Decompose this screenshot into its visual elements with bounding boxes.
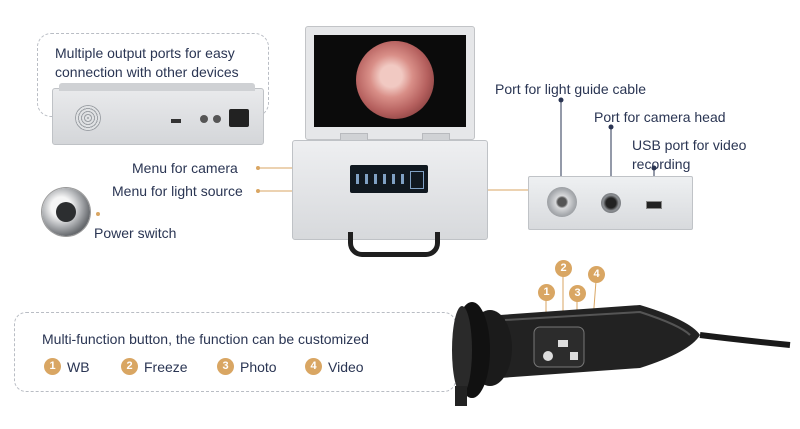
device-rear-panel [52, 83, 264, 145]
port-icon [200, 115, 208, 123]
speaker-grille-icon [75, 105, 101, 131]
device-base [292, 140, 488, 240]
legend-label: WB [67, 358, 90, 375]
menu-light-source-label: Menu for light source [112, 183, 243, 199]
port-icon [213, 115, 221, 123]
badge-2: 2 [121, 358, 138, 375]
legend-item-photo: 3 Photo [217, 358, 277, 375]
badge-1: 1 [44, 358, 61, 375]
usb-port-icon [646, 201, 662, 209]
monitor-screen [314, 35, 466, 127]
camera-head-port-label: Port for camera head [594, 109, 726, 125]
badge-3-marker: 3 [569, 285, 586, 302]
endoscope-view-image [356, 41, 434, 119]
legend-label: Photo [240, 358, 277, 375]
badge-1-marker: 1 [538, 284, 555, 301]
front-port-panel [528, 176, 693, 230]
carry-handle [348, 232, 440, 257]
badge-2-marker: 2 [555, 260, 572, 277]
monitor-lid [305, 26, 475, 140]
power-switch-label: Power switch [94, 225, 177, 241]
badge-4: 4 [305, 358, 322, 375]
camera-head-port-icon [601, 193, 621, 213]
output-ports-label: Multiple output ports for easy connectio… [55, 45, 239, 80]
light-guide-port-icon [547, 187, 577, 217]
menu-camera-label: Menu for camera [132, 160, 238, 176]
power-socket-icon [229, 109, 249, 127]
legend-item-freeze: 2 Freeze [121, 358, 188, 375]
legend-label: Video [328, 358, 364, 375]
light-guide-label: Port for light guide cable [495, 81, 646, 97]
multi-function-label: Multi-function button, the function can … [42, 331, 369, 347]
badge-4-marker: 4 [588, 266, 605, 283]
control-touch-panel [350, 165, 428, 193]
legend-item-video: 4 Video [305, 358, 364, 375]
legend-item-wb: 1 WB [44, 358, 90, 375]
power-switch-icon [42, 188, 90, 236]
badge-3: 3 [217, 358, 234, 375]
legend-label: Freeze [144, 358, 188, 375]
usb-port-label: USB port for video recording [632, 137, 747, 172]
